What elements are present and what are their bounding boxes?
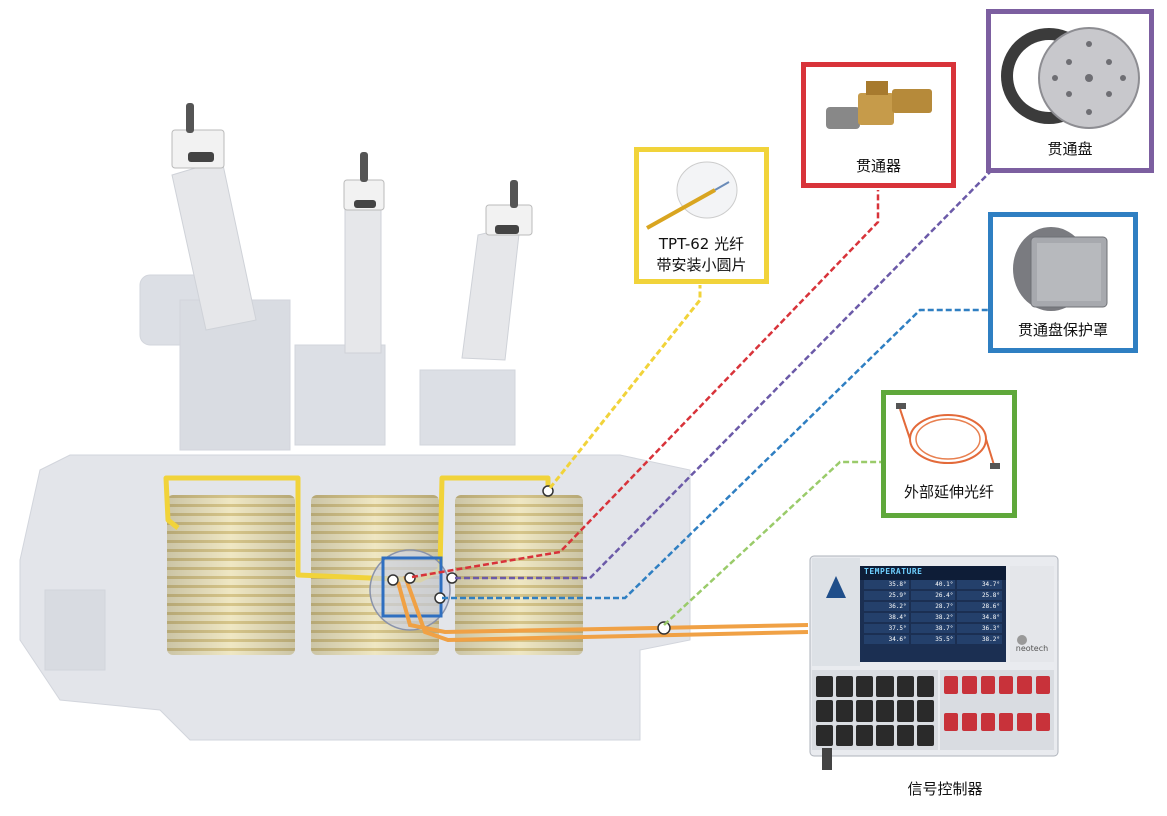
screen-reading: 28.6°: [957, 602, 1002, 611]
feedthrough-label: 贯通器: [855, 157, 901, 175]
fiber-port: [916, 676, 934, 698]
plate-label: 贯通盘: [1047, 140, 1093, 158]
screen-reading: 35.5°: [910, 635, 956, 644]
connector-feedthrough: [411, 190, 880, 579]
callout-plate-cover: 贯通盘保护罩: [988, 212, 1138, 353]
callout-fiber: TPT-62 光纤 带安装小圆片: [634, 147, 769, 284]
controller-port-panel-right: [944, 676, 1050, 746]
extension-fiber-illustration: [896, 403, 1000, 469]
fiber-port: [816, 700, 834, 722]
terminal-port: [980, 676, 995, 694]
coil-3: [455, 495, 583, 655]
screen-reading: 38.4°: [864, 613, 909, 622]
terminal-port: [1035, 713, 1050, 731]
screen-reading: 36.3°: [957, 624, 1002, 633]
fiber-disc-illustration: [646, 161, 738, 230]
bushing-middle: [343, 152, 385, 354]
fiber-port: [816, 724, 834, 746]
fiber-port: [816, 676, 834, 698]
screen-reading: 38.7°: [910, 624, 956, 633]
plate-cover-label: 贯通盘保护罩: [1017, 321, 1108, 339]
terminal-port: [1017, 713, 1032, 731]
fiber-port: [896, 700, 914, 722]
plate-cover-illustration: [1013, 227, 1108, 311]
fiber-port: [836, 724, 854, 746]
screen-reading: 34.6°: [864, 635, 909, 644]
screen-reading: 34.7°: [957, 580, 1002, 589]
controller-label: 信号控制器: [907, 780, 983, 798]
terminal-port: [998, 713, 1014, 731]
terminal-port: [962, 676, 977, 694]
connector-plate: [455, 171, 991, 580]
screen-reading: 38.2°: [957, 635, 1002, 644]
terminal-port: [980, 713, 995, 731]
screen-reading: 38.2°: [910, 613, 956, 622]
screen-title: TEMPERATURE: [864, 567, 923, 576]
screen-reading: 26.4°: [910, 591, 956, 600]
yellow-fiber-route: [163, 475, 551, 583]
connector-plate-cover: [442, 308, 988, 600]
fiber-port: [876, 724, 894, 746]
fiber-port: [836, 700, 854, 722]
screen-reading: 25.9°: [864, 591, 909, 600]
feedthrough-illustration: [826, 81, 932, 129]
fiber-port: [896, 724, 914, 746]
fiber-port: [876, 676, 894, 698]
screen-reading: 37.5°: [864, 624, 909, 633]
screen-reading: 28.7°: [910, 602, 956, 611]
fiber-port: [896, 676, 914, 698]
terminal-port: [944, 676, 959, 694]
callout-extension: 外部延伸光纤: [881, 390, 1017, 518]
terminal-port: [1017, 676, 1032, 694]
terminal-port: [1035, 676, 1050, 694]
bushing-right: [461, 180, 533, 361]
fiber-port: [856, 700, 874, 722]
screen-reading: 36.2°: [864, 602, 909, 611]
fiber-label-line1: TPT-62 光纤: [658, 235, 745, 253]
plate-cover-box: [381, 556, 443, 618]
connector-extension: [663, 460, 881, 626]
coil-1: [167, 495, 295, 655]
fiber-port: [876, 700, 894, 722]
screen-reading: 25.8°: [957, 591, 1002, 600]
terminal-port: [998, 676, 1014, 694]
fiber-port: [836, 676, 854, 698]
callout-feedthrough: 贯通器: [801, 62, 956, 188]
screen-reading: 34.8°: [957, 613, 1002, 622]
bushing-left: [171, 103, 257, 331]
orange-fiber-node: [657, 621, 671, 635]
terminal-port: [944, 713, 959, 731]
panel-node-1: [387, 574, 399, 586]
panel-node-2: [404, 572, 416, 584]
fiber-port: [856, 676, 874, 698]
extension-label: 外部延伸光纤: [903, 483, 994, 501]
screen-readings: 35.8°40.1°34.7° 25.9°26.4°25.8° 36.2°28.7°…: [862, 580, 1004, 644]
fiber-port: [916, 700, 934, 722]
screen-reading: 35.8°: [864, 580, 909, 589]
plate-illustration: [1001, 27, 1140, 129]
fiber-port: [916, 724, 934, 746]
orange-fiber-bundle: [396, 575, 809, 643]
controller-brand: neotech: [1015, 644, 1049, 653]
fiber-port: [856, 724, 874, 746]
screen-reading: 40.1°: [910, 580, 956, 589]
fiber-label-line2: 带安装小圆片: [656, 256, 747, 274]
controller-screen: TEMPERATURE 35.8°40.1°34.7° 25.9°26.4°25.…: [862, 567, 1004, 661]
controller-port-panel-left: [816, 676, 934, 746]
callout-plate: 贯通盘: [986, 9, 1154, 173]
terminal-port: [962, 713, 977, 731]
yellow-fiber-endpoint: [542, 485, 554, 497]
